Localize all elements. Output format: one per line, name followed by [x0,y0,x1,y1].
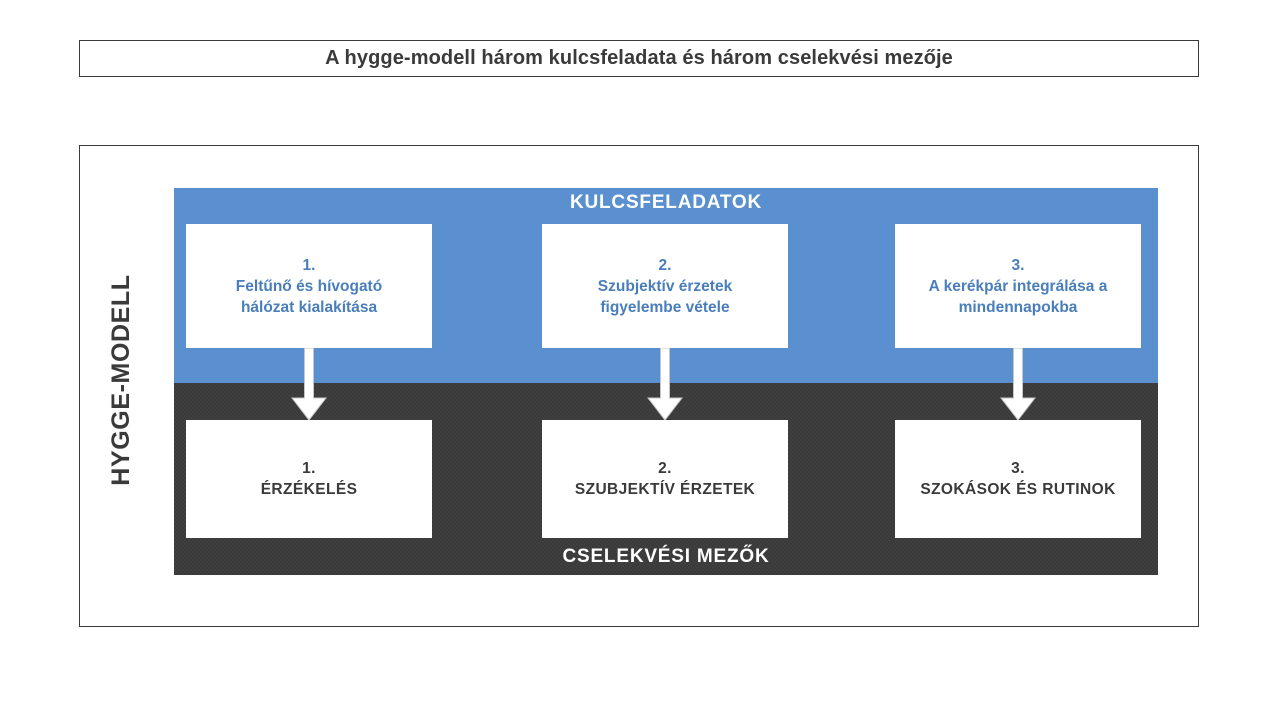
action-field-card-3[interactable]: 3. SZOKÁSOK ÉS RUTINOK [895,420,1141,538]
action-field-card-1-text: 1. ÉRZÉKELÉS [260,460,358,498]
page-title: A hygge-modell három kulcsfeladata és há… [325,47,953,69]
action-field-card-2[interactable]: 2. SZUBJEKTÍV ÉRZETEK [542,420,788,538]
key-task-card-3-text: 3. A kerékpár integrálása a mindennapokb… [928,256,1108,316]
key-task-card-1-text: 1. Feltűnő és hívogató hálózat kialakítá… [235,256,383,316]
hygge-modell-label-text: HYGGE-MODELL [107,274,135,486]
key-task-card-1[interactable]: 1. Feltűnő és hívogató hálózat kialakítá… [186,224,432,348]
key-task-card-2-text: 2. Szubjektív érzetek figyelembe vétele [597,256,733,316]
action-field-card-1[interactable]: 1. ÉRZÉKELÉS [186,420,432,538]
diagram-title-box: A hygge-modell három kulcsfeladata és há… [79,40,1199,77]
arrow-down-icon-3 [996,348,1040,424]
action-field-card-3-text: 3. SZOKÁSOK ÉS RUTINOK [920,460,1116,498]
arrow-down-icon-1 [287,348,331,424]
action-field-card-2-text: 2. SZUBJEKTÍV ÉRZETEK [574,460,756,498]
key-task-card-2[interactable]: 2. Szubjektív érzetek figyelembe vétele [542,224,788,348]
key-task-card-3[interactable]: 3. A kerékpár integrálása a mindennapokb… [895,224,1141,348]
action-fields-band-title: CSELEKVÉSI MEZŐK [562,546,770,567]
arrow-down-icon-2 [643,348,687,424]
key-tasks-band-title: KULCSFELADATOK [569,192,763,213]
hygge-modell-label: HYGGE-MODELL [98,230,144,530]
